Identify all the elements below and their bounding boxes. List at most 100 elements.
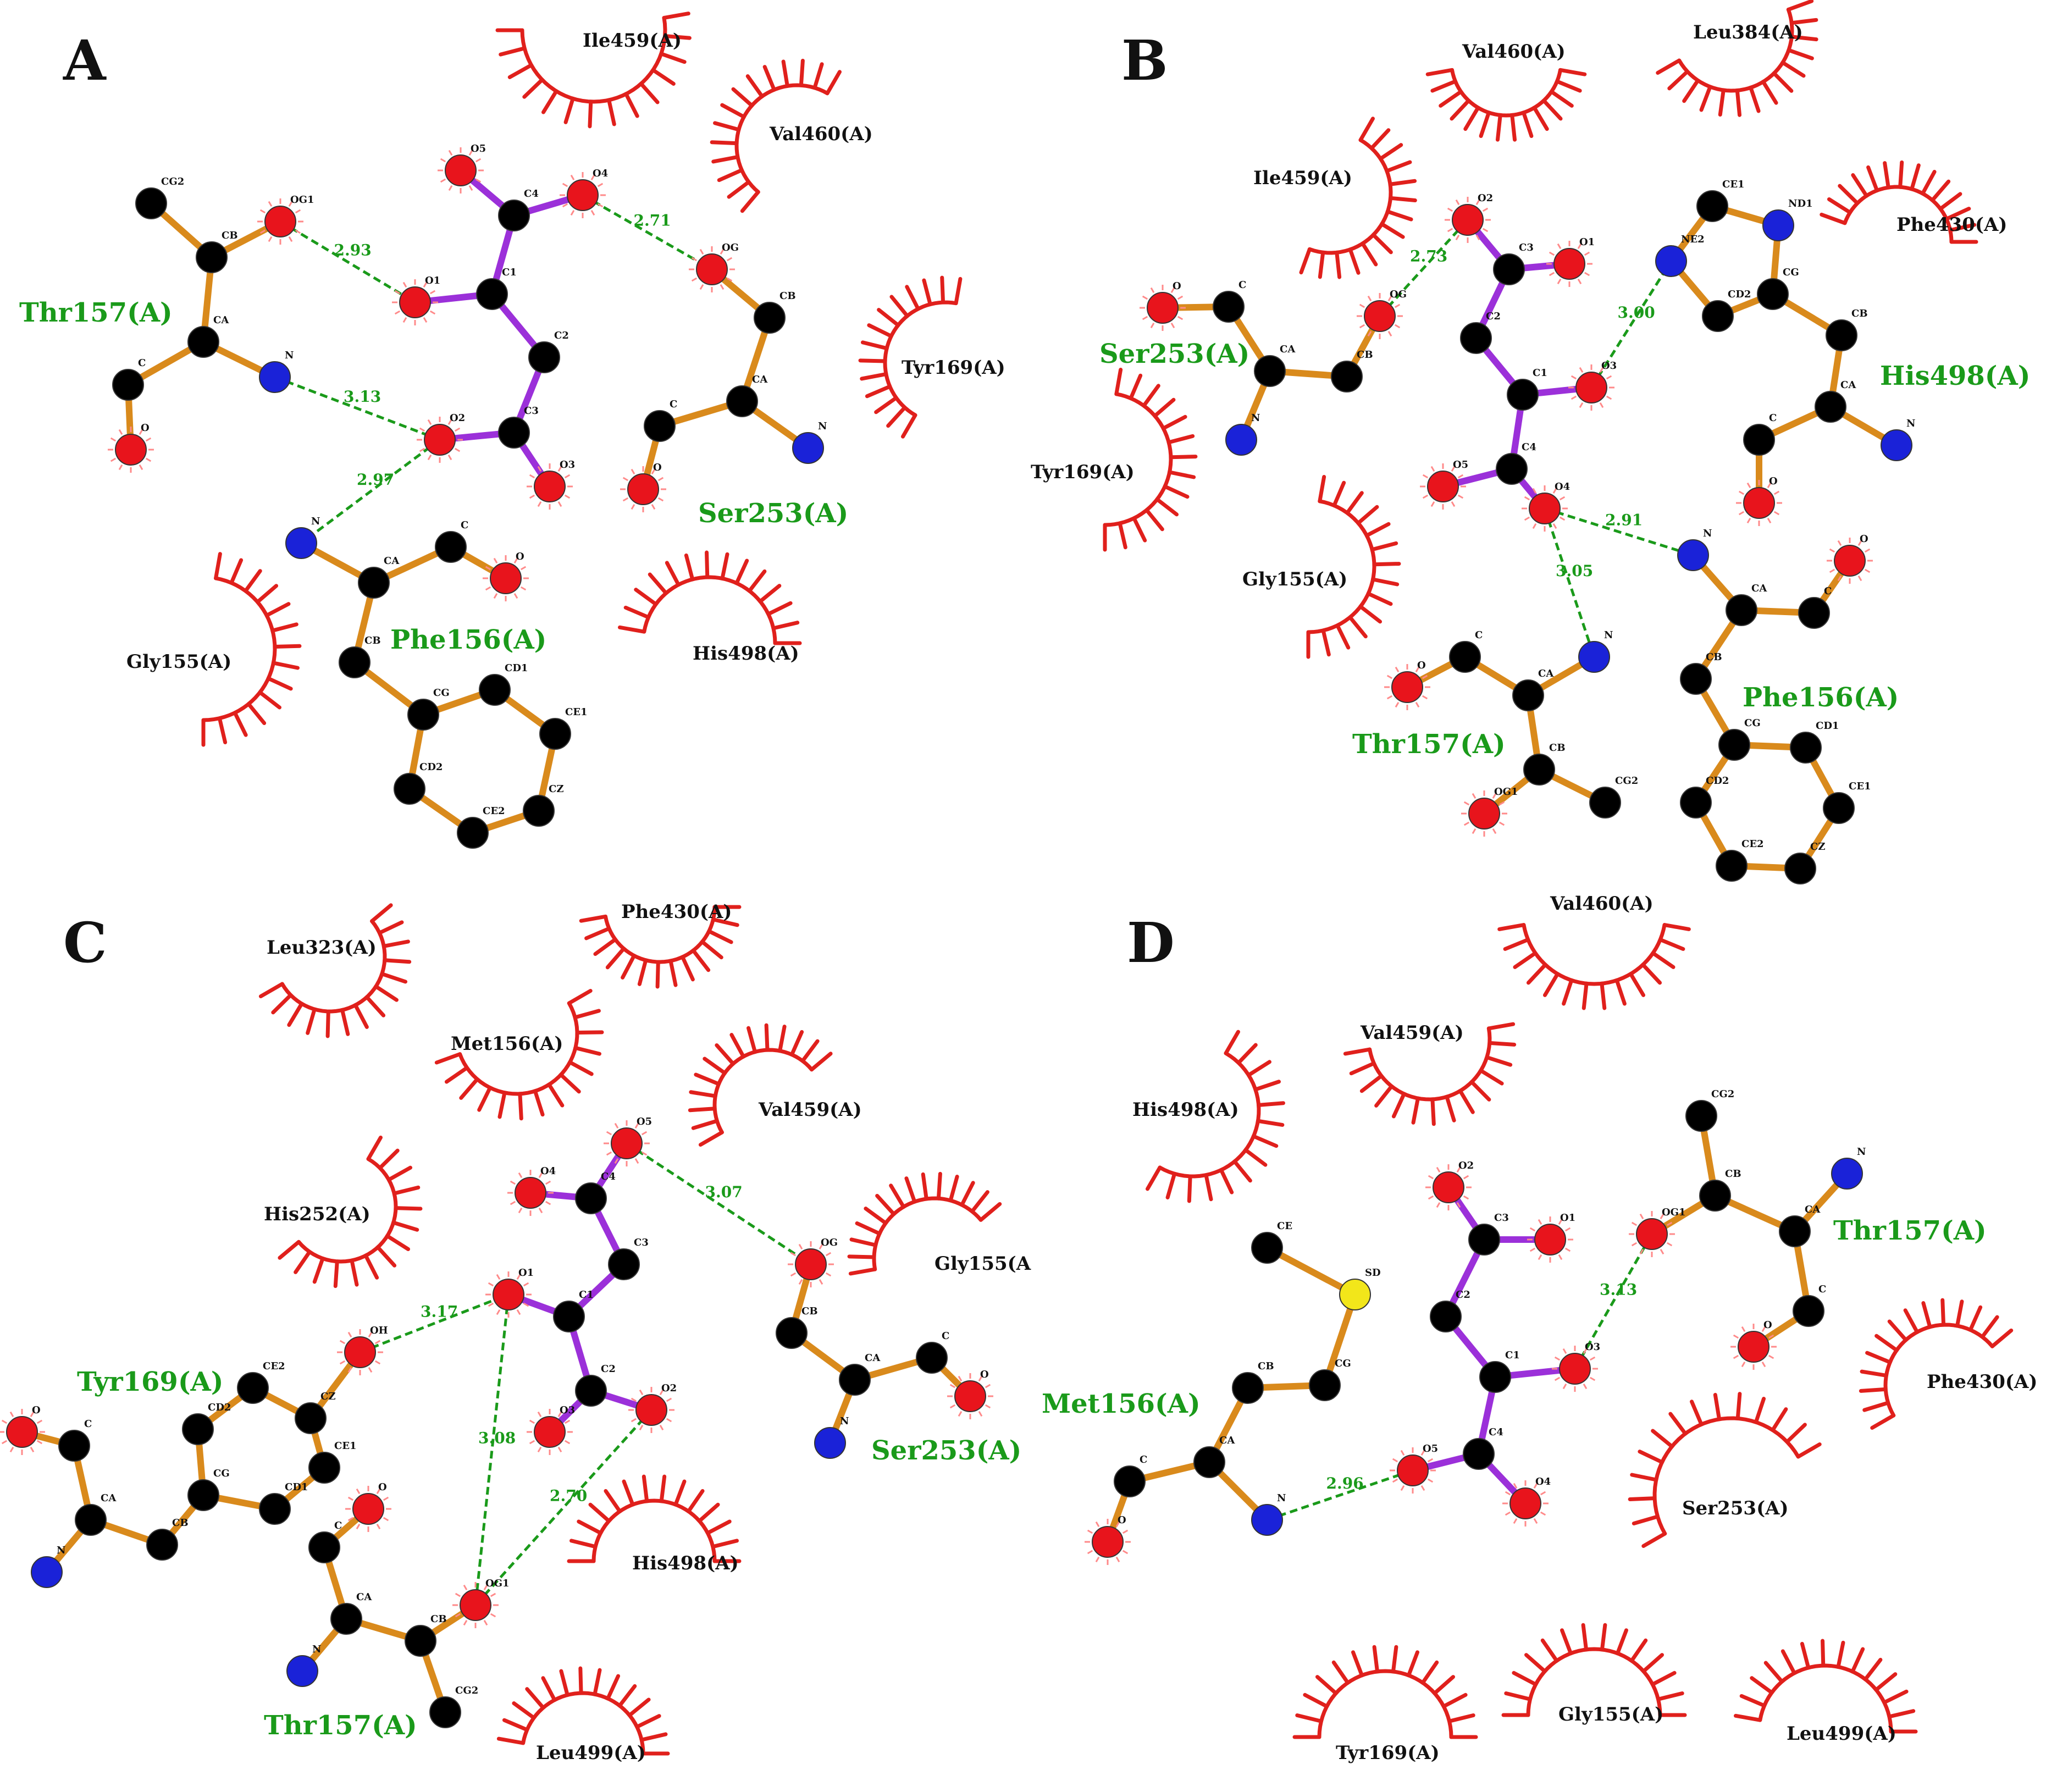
atom-label: CZ	[549, 783, 563, 795]
atom-halo	[819, 1243, 823, 1250]
atom-o: OG1	[1629, 1207, 1686, 1257]
hydrophobic-spike	[1955, 1299, 1964, 1328]
atom-sphere	[1578, 641, 1610, 673]
atom-halo	[1864, 568, 1871, 573]
atom-o: O3	[527, 1404, 575, 1455]
hydrophobic-spike	[663, 34, 692, 40]
hbond-residue-label: Tyr169(A)	[77, 1367, 223, 1397]
hydrophobic-spike	[1682, 78, 1700, 103]
atom-halo	[1, 1419, 8, 1424]
atom-c: CE2	[237, 1360, 285, 1404]
hydrophobic-spike	[1251, 1134, 1279, 1148]
atom-label: CD2	[208, 1402, 231, 1413]
atom-halo	[1457, 474, 1464, 479]
atom-halo	[516, 1309, 521, 1315]
atom-c: CE1	[1696, 179, 1745, 222]
hydrophobic-spike	[525, 1687, 545, 1710]
hbond-distance: 2.96	[1326, 1474, 1364, 1492]
atom-halo	[1579, 402, 1584, 408]
atom-label: C	[1824, 585, 1832, 597]
atom-halo	[1761, 1361, 1766, 1368]
atom-sphere	[1823, 792, 1855, 824]
atom-sphere	[1225, 424, 1257, 456]
atom-halo	[1864, 548, 1871, 553]
atom-c: C1	[1507, 367, 1547, 411]
atom-halo	[1571, 395, 1577, 400]
hydrophobic-spike	[1862, 1401, 1890, 1412]
atom-c: CA	[839, 1352, 881, 1396]
atom-halo	[819, 1279, 823, 1285]
atom-sphere	[1636, 1218, 1668, 1250]
hydrophobic-spike	[1479, 1069, 1504, 1086]
hydrophobic-spike	[1667, 69, 1690, 91]
hydrophobic-arc	[1883, 1323, 1994, 1418]
hydrophobic-contact: Val459(A)	[688, 1023, 862, 1147]
atom-label: O4	[1535, 1476, 1551, 1487]
atom-halo	[455, 1613, 461, 1618]
hydrophobic-residue-label: His498(A)	[693, 643, 799, 665]
hydrophobic-spike	[1369, 128, 1391, 151]
atom-sphere	[308, 1452, 340, 1484]
atom-halo	[1562, 1383, 1567, 1390]
atom-halo	[1400, 1485, 1405, 1491]
hydrophobic-spike	[689, 1090, 717, 1098]
atom-c: C2	[528, 330, 569, 373]
hydrophobic-spike	[363, 1253, 379, 1280]
hydrophobic-contact: Val460(A)	[1497, 893, 1691, 1010]
atom-o: O1	[1527, 1212, 1575, 1263]
hydrophobic-spike	[659, 1474, 667, 1503]
hydrophobic-spike	[1750, 1676, 1774, 1695]
hydrophobic-spike	[1389, 196, 1417, 203]
hydrophobic-spike	[848, 1267, 877, 1276]
atom-label: O	[980, 1369, 989, 1380]
atom-halo	[570, 174, 575, 181]
hydrophobic-spike	[1713, 1392, 1722, 1422]
atom-halo	[597, 203, 604, 208]
atom-halo	[614, 1158, 619, 1164]
hbond-distance: 2.71	[634, 212, 671, 230]
atom-sphere	[534, 1416, 566, 1448]
atom-sphere	[1251, 1504, 1283, 1536]
atom-halo	[1589, 1356, 1596, 1361]
atom-c: CB	[776, 1306, 818, 1349]
atom-halo	[529, 1419, 535, 1424]
atom-halo	[485, 566, 491, 571]
atom-halo	[825, 1272, 832, 1277]
atom-c: C	[308, 1520, 342, 1563]
hydrophobic-spike	[1371, 233, 1393, 255]
hydrophobic-spike	[1820, 212, 1847, 225]
hbond-distance: 3.05	[1556, 562, 1593, 580]
hydrophobic-spike	[727, 180, 751, 199]
hydrophobic-spike	[547, 1082, 565, 1108]
atom-label: OG1	[290, 194, 314, 206]
atom-sphere	[237, 1372, 269, 1404]
hydrophobic-spike	[1372, 562, 1401, 567]
atom-halo	[1829, 568, 1835, 573]
atom-halo	[402, 317, 407, 323]
atom-label: CG2	[1711, 1088, 1734, 1100]
atom-halo	[259, 229, 266, 234]
atom-sphere	[259, 361, 291, 393]
atom-o: O	[483, 551, 529, 601]
atom-halo	[485, 586, 491, 591]
atom-halo	[1170, 287, 1175, 294]
atom-halo	[1395, 666, 1400, 673]
atom-halo	[1367, 330, 1372, 337]
hydrophobic-spike	[1865, 1351, 1892, 1364]
atom-halo	[490, 1592, 496, 1597]
atom-halo	[394, 310, 401, 315]
hydrophobic-spike	[637, 958, 648, 986]
atom-label: CA	[1840, 379, 1856, 391]
atom-sphere	[1529, 493, 1561, 524]
atom-halo	[1767, 482, 1772, 489]
atom-halo	[1564, 1247, 1571, 1252]
hydrophobic-spike	[278, 1240, 301, 1260]
atom-sphere	[534, 471, 566, 502]
hydrophobic-spike	[1253, 1080, 1281, 1092]
hydrophobic-spike	[1504, 1691, 1532, 1701]
atom-c: CB	[196, 230, 238, 273]
atom-halo	[1392, 1478, 1398, 1483]
atom-halo	[634, 1122, 639, 1129]
atom-label: C	[138, 357, 146, 369]
